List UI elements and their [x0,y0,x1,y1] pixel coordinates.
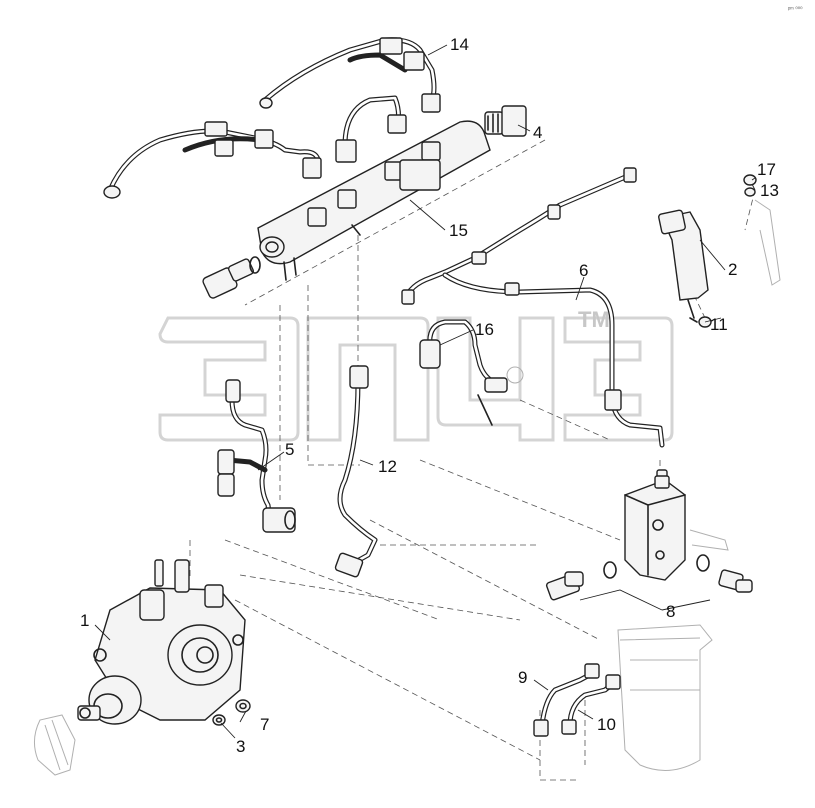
callout-5: 5 [285,440,294,459]
callout-8: 8 [666,602,675,621]
watermark-tm: TM [578,307,610,332]
callout-labels: 1 2 3 4 5 6 7 8 9 10 11 12 13 14 15 16 1… [80,35,779,756]
part-8-filter-head [545,475,753,601]
part-10-pipe [561,674,621,735]
callout-7: 7 [260,715,269,734]
fuel-filter-ghost [617,624,713,771]
callout-14: 14 [450,35,469,54]
callout-17: 17 [757,160,776,179]
part-4-rail-pressure-sensor [484,105,527,137]
callout-10: 10 [597,715,616,734]
callout-2: 2 [728,260,737,279]
callout-4: 4 [533,123,542,142]
part-15-fuel-rail [257,120,491,281]
callout-3: 3 [236,737,245,756]
corner-code: ᵖᵐ ⁰⁰⁰ [788,6,803,13]
part-14-injection-pipes [103,37,441,199]
part-6-return-line [401,167,668,485]
rail-end-plug [202,256,261,299]
leader-lines [94,44,756,739]
part-9-pipe [533,663,600,737]
part-12-fuel-pipe [334,365,378,578]
callout-15: 15 [449,221,468,240]
callout-11: 11 [710,315,728,334]
part-2-injector [658,174,781,328]
part-1-high-pressure-pump [34,559,251,776]
callout-6: 6 [579,261,588,280]
callout-12: 12 [378,457,397,476]
callout-1: 1 [80,611,89,630]
callout-9: 9 [518,668,527,687]
callout-16: 16 [475,320,494,339]
part-16-return-hose [419,319,524,426]
part-5-connector-line [217,379,296,533]
assembly-lines [189,139,756,781]
callout-13: 13 [760,181,779,200]
